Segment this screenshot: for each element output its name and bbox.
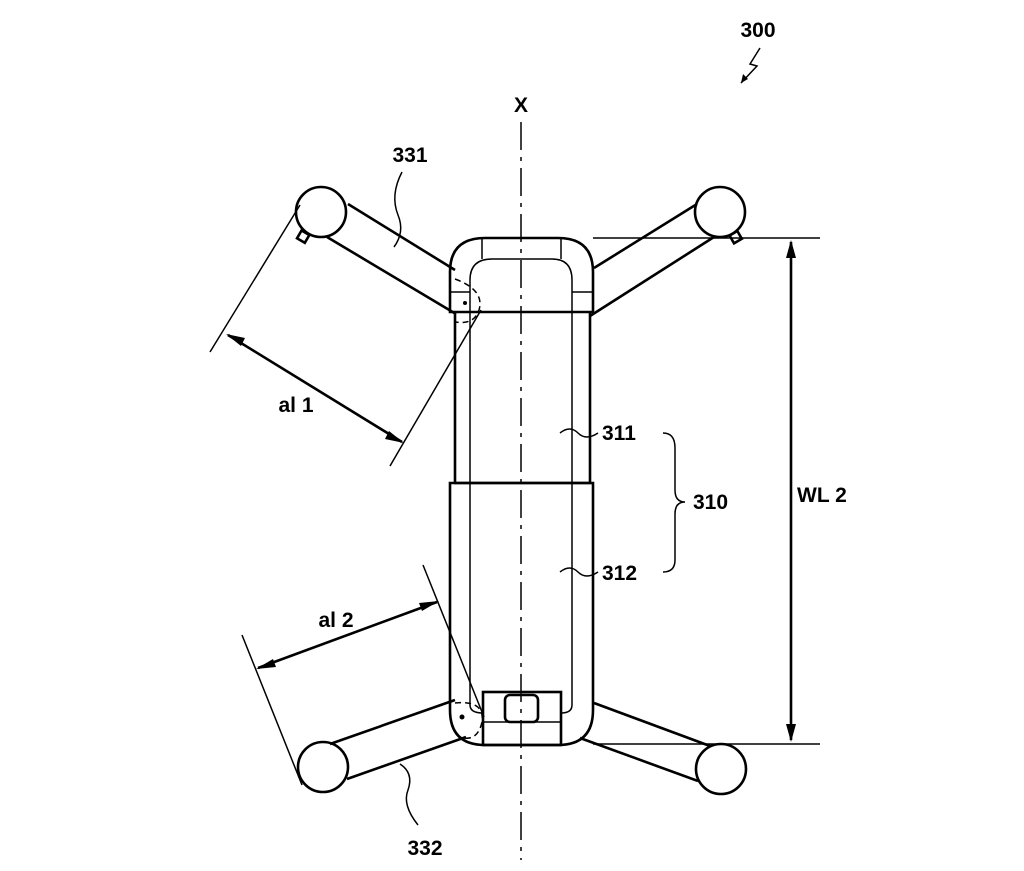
- body-310: [448, 236, 595, 747]
- label-al2: al 2: [318, 609, 353, 632]
- arm-bottom-right: [579, 701, 748, 796]
- leader-312: [559, 567, 599, 577]
- arm-332: [296, 698, 483, 794]
- label-al1: al 1: [278, 394, 313, 417]
- leader-332: [399, 763, 419, 826]
- al2-dimension-arrow: [257, 600, 438, 670]
- al1-extension-1: [209, 204, 301, 353]
- al2-extension-1: [422, 564, 485, 718]
- label-311: 311: [602, 422, 636, 445]
- reference-arrow: [740, 47, 761, 84]
- al1-dimension-arrow: [227, 333, 403, 444]
- label-wl2: WL 2: [797, 484, 847, 507]
- leader-331: [393, 171, 403, 248]
- al2-extension-2: [241, 634, 303, 786]
- brace-310: [662, 432, 686, 573]
- label-312: 312: [602, 562, 637, 585]
- reference-arrowhead: [741, 74, 748, 83]
- arm-top-right: [589, 185, 747, 318]
- axis-label: X: [514, 94, 528, 117]
- label-332: 332: [407, 837, 442, 860]
- al1-extension-2: [389, 309, 482, 467]
- figure-reference-number: 300: [740, 19, 775, 42]
- label-331: 331: [392, 144, 427, 167]
- label-310: 310: [693, 491, 728, 514]
- leader-311: [559, 428, 599, 438]
